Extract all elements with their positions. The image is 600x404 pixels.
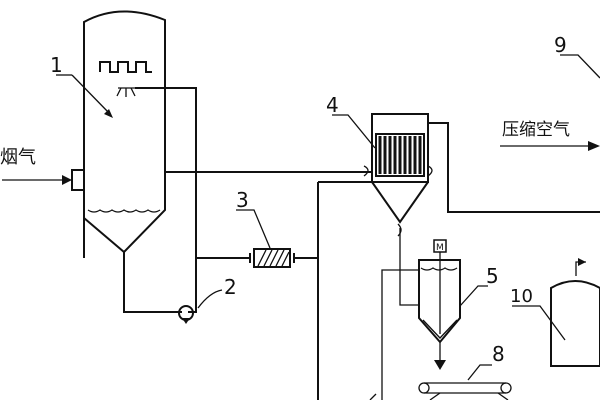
leader-3 — [236, 209, 271, 249]
storage-tank — [550, 258, 600, 367]
leader-10 — [512, 305, 566, 341]
absorption-tower — [71, 10, 166, 258]
arrow-head-icon — [434, 360, 446, 370]
label-1: 1 — [50, 53, 63, 77]
slurry-tank: M — [418, 239, 461, 370]
arrow-head-icon — [588, 141, 600, 151]
belt-filter — [418, 382, 512, 401]
label-8: 8 — [492, 342, 505, 366]
flue-gas-inlet: 烟气 — [0, 147, 72, 185]
label-9: 9 — [554, 33, 567, 57]
static-mixer — [249, 248, 295, 268]
leader-9 — [560, 54, 600, 79]
label-2: 2 — [224, 275, 237, 299]
leader-1 — [56, 74, 113, 118]
arrow-head-icon — [578, 258, 586, 266]
label-3: 3 — [236, 188, 249, 212]
motor-mark: M — [436, 243, 444, 253]
partial-leader — [369, 393, 377, 401]
label-4: 4 — [326, 93, 339, 117]
label-10: 10 — [510, 286, 533, 307]
pipe-network — [123, 87, 600, 400]
leader-2 — [197, 289, 223, 309]
leader-4 — [332, 114, 376, 149]
compressed-air-label: 压缩空气 — [502, 120, 570, 140]
leader-8 — [467, 364, 492, 381]
leader-5 — [459, 285, 488, 307]
label-5: 5 — [486, 264, 499, 288]
arrow-head-icon — [62, 175, 72, 185]
pump — [178, 305, 194, 324]
flue-gas-label: 烟气 — [0, 147, 36, 168]
bag-filter — [363, 113, 433, 237]
compressed-air-inlet: 压缩空气 — [500, 120, 600, 151]
